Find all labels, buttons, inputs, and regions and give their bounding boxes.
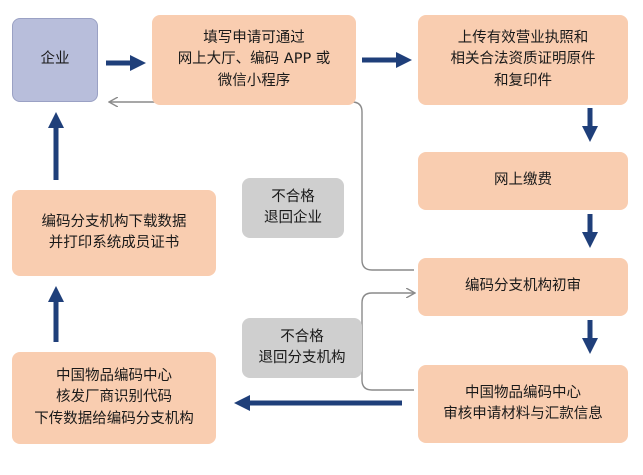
node-apply: 填写申请可通过 网上大厅、编码 APP 或 微信小程序 <box>152 15 356 105</box>
node-apply-label: 填写申请可通过 网上大厅、编码 APP 或 微信小程序 <box>177 30 331 89</box>
return-line-to-enterprise <box>110 102 414 271</box>
reject-to-enterprise-label: 不合格 退回企业 <box>264 188 322 226</box>
node-enterprise: 企业 <box>12 18 98 102</box>
arrow-download-to-enterprise <box>48 112 64 180</box>
node-issue-code-label: 中国物品编码中心 核发厂商识别代码 下传数据给编码分支机构 <box>34 368 194 427</box>
return-line-to-branch <box>361 293 414 391</box>
node-first-review: 编码分支机构初审 <box>418 258 628 316</box>
arrow-upload-to-pay <box>582 108 598 142</box>
node-first-review-label: 编码分支机构初审 <box>465 278 581 295</box>
node-center-review: 中国物品编码中心 审核申请材料与汇款信息 <box>418 365 628 443</box>
arrow-apply-to-upload <box>362 52 412 68</box>
arrow-issue-code-to-download <box>48 286 64 342</box>
arrow-enterprise-to-apply <box>106 55 146 71</box>
arrow-pay-to-first-review <box>582 214 598 248</box>
node-pay: 网上缴费 <box>418 152 628 210</box>
node-center-review-label: 中国物品编码中心 审核申请材料与汇款信息 <box>443 384 603 422</box>
node-upload: 上传有效营业执照和 相关合法资质证明原件 和复印件 <box>418 15 628 105</box>
arrow-first-review-to-center-review <box>582 320 598 354</box>
reject-to-branch: 不合格 退回分支机构 <box>242 318 362 378</box>
node-download: 编码分支机构下载数据 并打印系统成员证书 <box>12 190 216 276</box>
node-pay-label: 网上缴费 <box>494 172 552 189</box>
reject-to-enterprise: 不合格 退回企业 <box>242 178 344 238</box>
node-download-label: 编码分支机构下载数据 并打印系统成员证书 <box>41 213 187 251</box>
arrow-center-review-to-issue-code <box>234 395 402 411</box>
node-issue-code: 中国物品编码中心 核发厂商识别代码 下传数据给编码分支机构 <box>12 352 216 444</box>
reject-to-branch-label: 不合格 退回分支机构 <box>258 328 346 366</box>
node-enterprise-label: 企业 <box>40 51 70 68</box>
node-upload-label: 上传有效营业执照和 相关合法资质证明原件 和复印件 <box>450 30 596 89</box>
